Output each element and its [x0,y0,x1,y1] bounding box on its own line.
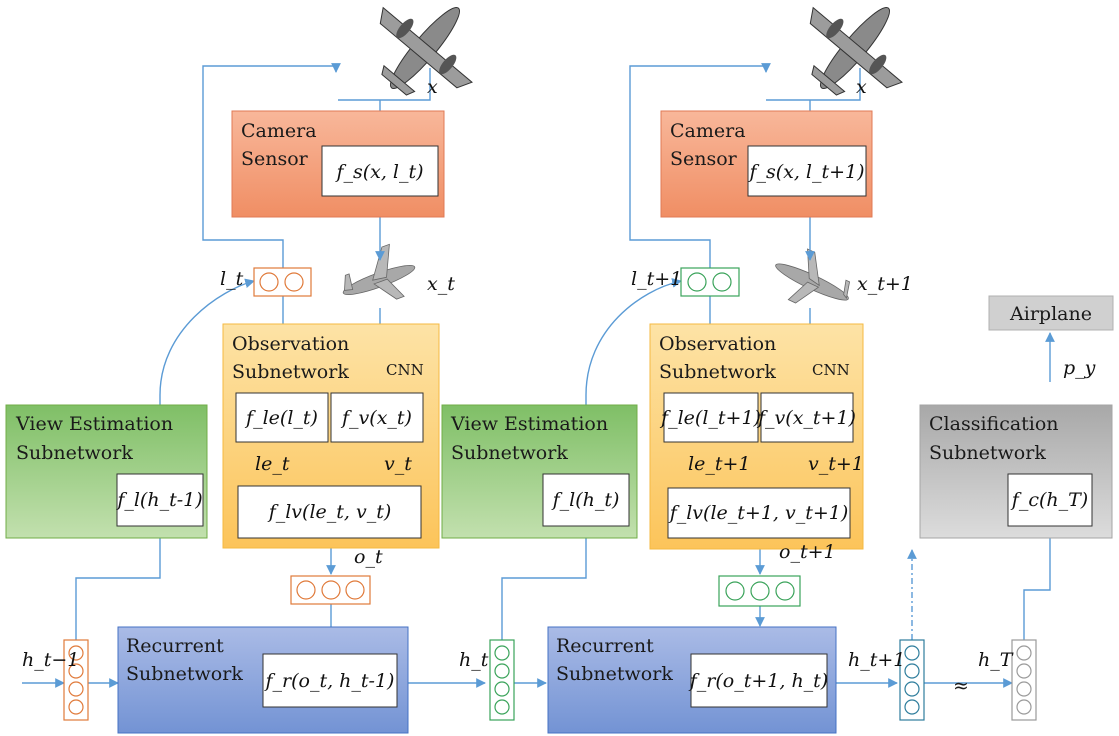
view-estimation-block-2: View Estimation Subnetwork f_l(h_t) [441,404,638,539]
hidden-vector-prev [63,639,89,721]
observation-subtitle-1: Subnetwork [232,361,349,383]
input-x-label-1: x [427,76,438,98]
observation-block-1: Observation Subnetwork CNN f_le(l_t) f_v… [222,323,440,549]
camera-subtitle-2: Sensor [670,148,738,170]
h-prev-label: h_t−1 [22,649,79,671]
observation-subtitle-2: Subnetwork [659,361,776,383]
output-box: Airplane [988,295,1114,331]
obs-vector-1 [290,575,371,605]
camera-title-1: Camera [241,120,317,142]
airplane-large-icon-2 [809,6,903,96]
recurrent-title-2: Recurrent [556,635,654,657]
prob-label: p_y [1063,357,1096,379]
input-x-label-2: x [856,76,867,98]
recurrent-title-1: Recurrent [126,635,224,657]
observation-title-2: Observation [659,333,776,355]
h-next-label: h_t+1 [848,649,905,671]
flv-func-1: f_lv(le_t, v_t) [267,501,392,523]
cnn-label-1: CNN [386,361,424,379]
fv-func-1: f_v(x_t) [340,407,412,429]
recurrent-subtitle-1: Subnetwork [126,663,243,685]
fle-func-2: f_le(l_t+1) [659,407,761,429]
obs-output-label-2: o_t+1 [779,541,836,563]
output-class-label: Airplane [1009,303,1092,325]
glimpse-label-1: x_t [427,273,455,295]
fv-func-2: f_v(x_t+1) [756,407,856,429]
classification-block: Classification Subnetwork f_c(h_T) [919,404,1113,539]
h-T-label: h_T [978,649,1014,671]
v-label-1: v_t [384,453,412,475]
location-label-1: l_t [220,268,244,290]
airplane-glimpse-icon-1 [342,243,416,300]
view-title-2: View Estimation [450,413,608,435]
view-func-2: f_l(h_t) [551,489,620,511]
view-subtitle-2: Subnetwork [451,442,568,464]
classification-title: Classification [929,413,1059,435]
obs-output-label-1: o_t [354,546,383,568]
view-func-1: f_l(h_t-1) [115,489,202,511]
camera-sensor-block-2: Camera Sensor f_s(x, l_t+1) [660,110,873,218]
classification-subtitle: Subnetwork [929,442,1046,464]
le-label-2: le_t+1 [688,453,750,475]
recurrent-block-2: Recurrent Subnetwork f_r(o_t+1, h_t) [547,626,837,734]
recurrent-func-1: f_r(o_t, h_t-1) [264,670,395,692]
glimpse-label-2: x_t+1 [857,273,913,295]
location-vector-1 [253,267,312,297]
location-vector-2 [680,267,740,297]
flv-func-2: f_lv(le_t+1, v_t+1) [668,502,849,524]
airplane-glimpse-icon-2 [775,248,851,304]
observation-block-2: Observation Subnetwork CNN f_le(l_t+1) f… [649,323,864,550]
recurrent-subtitle-2: Subnetwork [556,663,673,685]
classification-func: f_c(h_T) [1010,489,1088,511]
view-title-1: View Estimation [15,413,173,435]
view-estimation-block-1: View Estimation Subnetwork f_l(h_t-1) [5,404,208,539]
fle-func-1: f_le(l_t) [244,407,318,429]
v-label-2: v_t+1 [808,453,864,475]
ellipsis-mark: ≈ [953,675,969,697]
cnn-label-2: CNN [812,361,850,379]
airplane-large-icon-1 [379,6,473,96]
camera-func-1: f_s(x, l_t) [334,161,423,183]
camera-title-2: Camera [670,120,746,142]
hidden-vector-next [899,639,925,721]
camera-func-2: f_s(x, l_t+1) [747,161,864,183]
hidden-vector-T [1011,639,1037,721]
obs-vector-2 [718,575,801,607]
location-label-2: l_t+1 [631,268,682,290]
recurrent-func-2: f_r(o_t+1, h_t) [688,670,828,692]
observation-title-1: Observation [232,333,349,355]
camera-sensor-block-1: Camera Sensor f_s(x, l_t) [231,110,445,218]
view-subtitle-1: Subnetwork [16,442,133,464]
hidden-vector-t [489,639,515,721]
flow-lines [22,63,1055,688]
h-t-label: h_t [459,649,489,671]
recurrent-block-1: Recurrent Subnetwork f_r(o_t, h_t-1) [117,626,409,734]
camera-subtitle-1: Sensor [241,148,309,170]
le-label-1: le_t [255,453,290,475]
